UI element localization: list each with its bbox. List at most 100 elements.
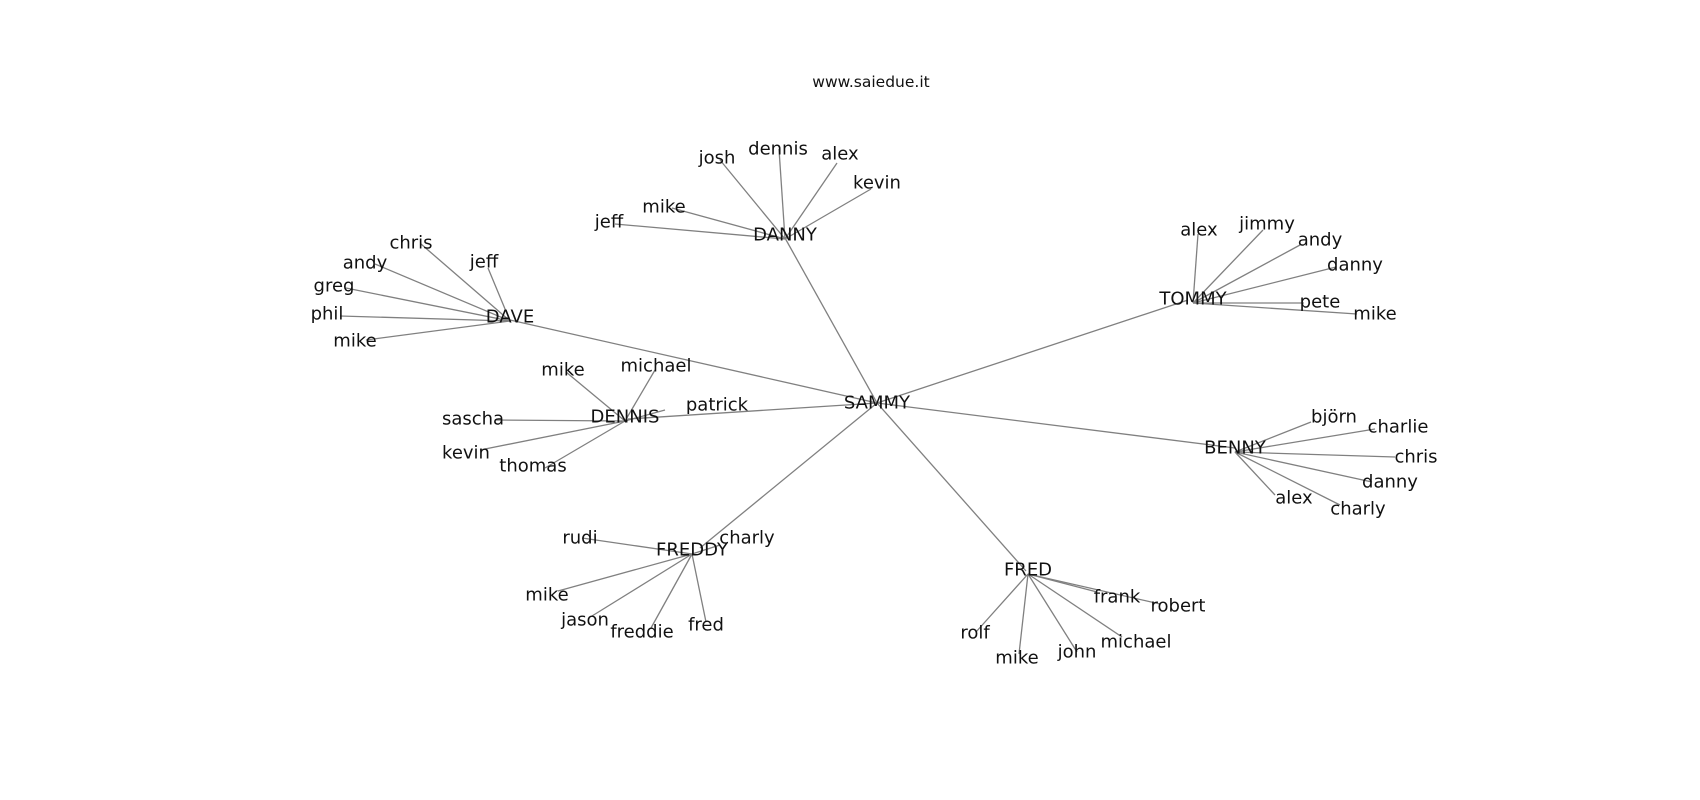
edge-dave-2 — [374, 263, 511, 322]
node-label-leaf: jimmy — [1238, 214, 1295, 235]
node-label-leaf: freddie — [610, 622, 673, 643]
edge-dennis-4 — [479, 420, 626, 451]
edge-benny-2 — [1234, 451, 1396, 458]
node-label-leaf: mike — [525, 585, 568, 606]
node-label-leaf: chris — [389, 233, 432, 254]
edge-center-to-dave — [509, 319, 878, 404]
node-label-hub-tommy: TOMMY — [1158, 289, 1227, 310]
edge-danny-2 — [784, 162, 838, 240]
node-label-hub-benny: BENNY — [1204, 438, 1267, 459]
node-label-leaf: alex — [1275, 488, 1313, 509]
node-label-leaf: frank — [1094, 587, 1141, 608]
node-label-leaf: danny — [1362, 472, 1418, 493]
edge-dave-3 — [345, 287, 511, 322]
edge-benny-3 — [1234, 451, 1373, 483]
edge-freddy-4 — [650, 553, 693, 629]
node-label-leaf: chris — [1394, 447, 1437, 468]
edge-tommy-0 — [1192, 233, 1199, 304]
node-label-leaf: charly — [719, 528, 775, 549]
edge-benny-4 — [1234, 451, 1276, 496]
edge-dennis-2 — [624, 409, 666, 422]
edge-benny-0 — [1234, 421, 1312, 453]
edge-freddy-2 — [557, 553, 693, 592]
node-label-leaf: josh — [698, 148, 736, 169]
node-label-leaf: michael — [621, 356, 692, 377]
edge-freddy-5 — [691, 553, 707, 623]
node-label-leaf: fred — [688, 615, 724, 636]
node-label-hub-freddy: FREDDY — [656, 540, 729, 561]
edge-benny-5 — [1234, 451, 1341, 506]
node-label-leaf: mike — [333, 331, 376, 352]
node-label-leaf: greg — [314, 276, 355, 297]
node-label-leaf: rudi — [562, 528, 597, 549]
edge-dennis-5 — [544, 420, 626, 469]
node-label-leaf: kevin — [853, 173, 901, 194]
node-label-leaf: mike — [642, 197, 685, 218]
node-label-leaf: patrick — [686, 395, 749, 416]
node-label-leaf: michael — [1101, 632, 1172, 653]
node-label-leaf: rolf — [960, 623, 990, 644]
node-label-leaf: jeff — [469, 252, 499, 273]
node-label-leaf: john — [1057, 642, 1097, 663]
node-label-leaf: alex — [1180, 220, 1218, 241]
node-label-leaf: mike — [541, 360, 584, 381]
node-label-hub-dennis: DENNIS — [591, 407, 660, 428]
edge-fred-1 — [1027, 573, 1161, 605]
node-label-leaf: dennis — [748, 139, 808, 160]
node-label-leaf: pete — [1300, 292, 1341, 313]
node-label-leaf: sascha — [442, 409, 504, 430]
node-label-leaf: kevin — [442, 443, 490, 464]
edge-tommy-1 — [1192, 229, 1264, 304]
edge-tommy-3 — [1192, 266, 1337, 304]
node-label-leaf: alex — [821, 144, 859, 165]
node-label-leaf: danny — [1327, 255, 1383, 276]
node-label-leaf: jeff — [594, 212, 624, 233]
edge-center-to-tommy — [876, 299, 1189, 404]
node-label-leaf: jason — [560, 610, 609, 631]
edge-danny-0 — [719, 159, 786, 240]
node-label-leaf: thomas — [499, 456, 566, 477]
edge-dave-4 — [339, 315, 511, 322]
edge-center-to-benny — [876, 402, 1236, 449]
edge-fred-4 — [1027, 573, 1078, 653]
diagram-title: www.saiedue.it — [812, 73, 929, 91]
edge-dave-5 — [365, 320, 511, 341]
edge-fred-3 — [1018, 573, 1029, 655]
edge-danny-4 — [671, 207, 786, 240]
edge-center-to-freddy — [699, 402, 878, 549]
node-label-hub-dave: DAVE — [486, 307, 534, 328]
node-label-hub-danny: DANNY — [753, 225, 818, 246]
node-label-leaf: mike — [1353, 304, 1396, 325]
edge-freddy-3 — [591, 553, 693, 617]
edge-center-to-fred — [876, 402, 1027, 572]
edge-freddy-0 — [581, 537, 693, 555]
node-label-leaf: andy — [1298, 230, 1343, 251]
edge-dave-1 — [487, 267, 511, 322]
node-label-center: SAMMY — [844, 393, 911, 414]
edge-danny-5 — [614, 223, 786, 240]
edge-dennis-3 — [495, 419, 626, 422]
node-label-leaf: mike — [995, 648, 1038, 669]
edge-layer — [339, 148, 1396, 655]
edge-tommy-5 — [1192, 302, 1358, 315]
node-label-leaf: charly — [1330, 499, 1386, 520]
node-label-leaf: charlie — [1368, 417, 1429, 438]
node-label-hub-fred: FRED — [1004, 560, 1052, 581]
node-label-leaf: phil — [311, 304, 344, 325]
node-label-leaf: björn — [1311, 407, 1357, 428]
edge-freddy-1 — [691, 544, 721, 555]
edge-danny-3 — [784, 188, 872, 240]
edge-fred-2 — [975, 573, 1029, 633]
edge-center-to-danny — [784, 237, 878, 404]
edge-danny-1 — [778, 148, 786, 240]
edge-benny-1 — [1234, 428, 1376, 453]
edge-dennis-0 — [565, 371, 626, 422]
edge-fred-5 — [1027, 573, 1123, 638]
edge-dennis-1 — [624, 369, 656, 422]
node-label-leaf: andy — [343, 253, 388, 274]
node-label-leaf: robert — [1151, 596, 1206, 617]
label-layer: SAMMYDAVEchrisjeffandygregphilmikeDANNYj… — [311, 139, 1438, 669]
edge-tommy-2 — [1192, 244, 1301, 304]
edge-center-to-dennis — [627, 402, 878, 420]
